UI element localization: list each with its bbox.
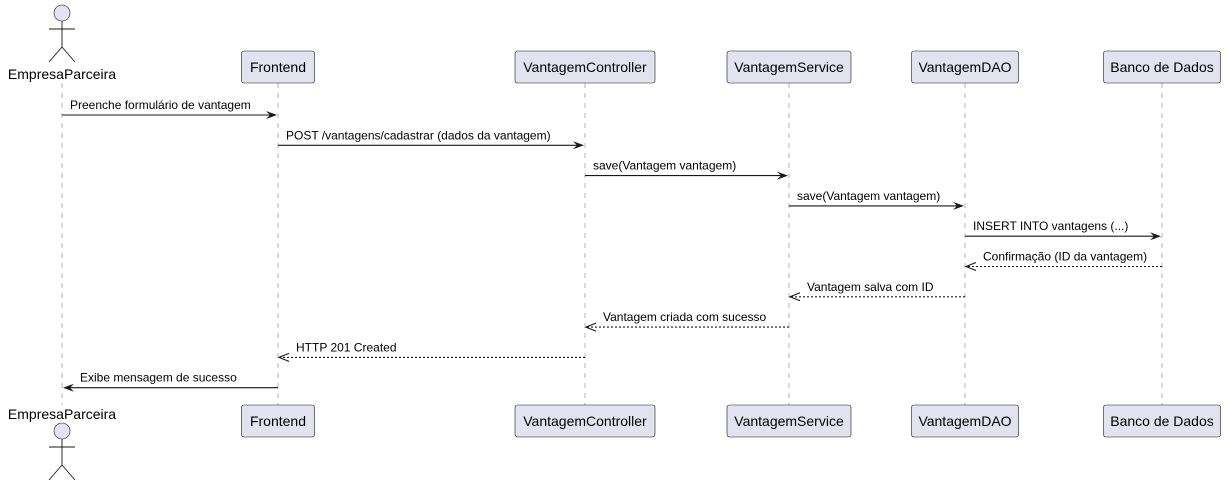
actor-label: EmpresaParceira xyxy=(8,406,116,422)
open-arrowhead-icon xyxy=(584,322,597,332)
message-5: INSERT INTO vantagens (...) xyxy=(965,219,1161,241)
participant-box xyxy=(514,50,656,84)
filled-arrowhead-icon xyxy=(573,141,584,150)
message-label: save(Vantagem vantagem) xyxy=(593,159,736,173)
message-1: Preenche formulário de vantagem xyxy=(62,98,277,119)
filled-arrowhead-icon xyxy=(63,383,74,392)
message-4: save(Vantagem vantagem) xyxy=(789,189,964,210)
actor-leg-right xyxy=(61,46,76,63)
participants-bottom: EmpresaParceira Frontend VantagemControlle… xyxy=(8,404,1221,481)
participant-box xyxy=(911,404,1019,438)
participant-dao-top: VantagemDAO xyxy=(911,50,1019,84)
participant-label: VantagemDAO xyxy=(918,59,1011,75)
message-7: Vantagem salva com ID xyxy=(788,280,965,302)
message-label: POST /vantagens/cadastrar (dados da vant… xyxy=(286,128,551,142)
message-label: Preenche formulário de vantagem xyxy=(70,98,251,112)
participant-frontend-bottom: Frontend xyxy=(241,404,315,438)
participant-box xyxy=(514,404,656,438)
participant-dao-bottom: VantagemDAO xyxy=(911,404,1019,438)
filled-arrowhead-icon xyxy=(777,171,788,180)
participant-label: VantagemController xyxy=(523,59,647,75)
open-arrowhead-icon xyxy=(277,352,290,362)
participant-label: Frontend xyxy=(250,59,306,75)
participant-label: Frontend xyxy=(250,413,306,429)
actor-actor-top: EmpresaParceira xyxy=(8,4,116,82)
participant-label: VantagemService xyxy=(734,59,844,75)
actor-actor-bottom: EmpresaParceira xyxy=(8,406,116,481)
participant-label: VantagemController xyxy=(523,413,647,429)
filled-arrowhead-icon xyxy=(1150,232,1161,241)
message-label: Exibe mensagem de sucesso xyxy=(80,371,237,385)
participant-box xyxy=(1103,50,1221,84)
message-label: HTTP 201 Created xyxy=(296,340,397,354)
participant-box xyxy=(911,50,1019,84)
message-label: Vantagem criada com sucesso xyxy=(603,310,767,324)
message-9: HTTP 201 Created xyxy=(277,340,585,362)
filled-arrowhead-icon xyxy=(266,111,277,119)
filled-arrowhead-icon xyxy=(953,201,964,210)
actor-leg-left xyxy=(48,464,63,481)
actor-head-icon xyxy=(53,4,71,22)
participant-box xyxy=(726,50,852,84)
message-label: INSERT INTO vantagens (...) xyxy=(973,219,1128,233)
message-2: POST /vantagens/cadastrar (dados da vant… xyxy=(278,128,584,150)
lifelines xyxy=(61,83,1163,405)
participant-frontend-top: Frontend xyxy=(241,50,315,84)
participant-service-top: VantagemService xyxy=(726,50,852,84)
participant-box xyxy=(1103,404,1221,438)
message-8: Vantagem criada com sucesso xyxy=(584,310,789,332)
participant-controller-top: VantagemController xyxy=(514,50,656,84)
open-arrowhead-icon xyxy=(788,292,801,302)
message-label: Confirmação (ID da vantagem) xyxy=(983,250,1147,264)
participant-label: VantagemDAO xyxy=(918,413,1011,429)
message-label: save(Vantagem vantagem) xyxy=(797,189,940,203)
message-10: Exibe mensagem de sucesso xyxy=(63,371,278,392)
participant-label: VantagemService xyxy=(734,413,844,429)
participant-box xyxy=(241,50,315,84)
participant-controller-bottom: VantagemController xyxy=(514,404,656,438)
open-arrowhead-icon xyxy=(964,261,977,272)
participant-db-top: Banco de Dados xyxy=(1103,50,1221,84)
participant-label: Banco de Dados xyxy=(1110,59,1214,75)
participant-box xyxy=(241,404,315,438)
actor-leg-left xyxy=(48,46,63,63)
message-6: Confirmação (ID da vantagem) xyxy=(964,250,1162,272)
participants-top: EmpresaParceira Frontend VantagemControlle… xyxy=(8,4,1221,84)
actor-label: EmpresaParceira xyxy=(8,66,116,82)
actor-leg-right xyxy=(61,464,76,481)
message-3: save(Vantagem vantagem) xyxy=(585,159,788,180)
actor-head-icon xyxy=(53,422,71,440)
participant-db-bottom: Banco de Dados xyxy=(1103,404,1221,438)
participant-label: Banco de Dados xyxy=(1110,413,1214,429)
participant-service-bottom: VantagemService xyxy=(726,404,852,438)
message-label: Vantagem salva com ID xyxy=(807,280,934,294)
participant-box xyxy=(726,404,852,438)
